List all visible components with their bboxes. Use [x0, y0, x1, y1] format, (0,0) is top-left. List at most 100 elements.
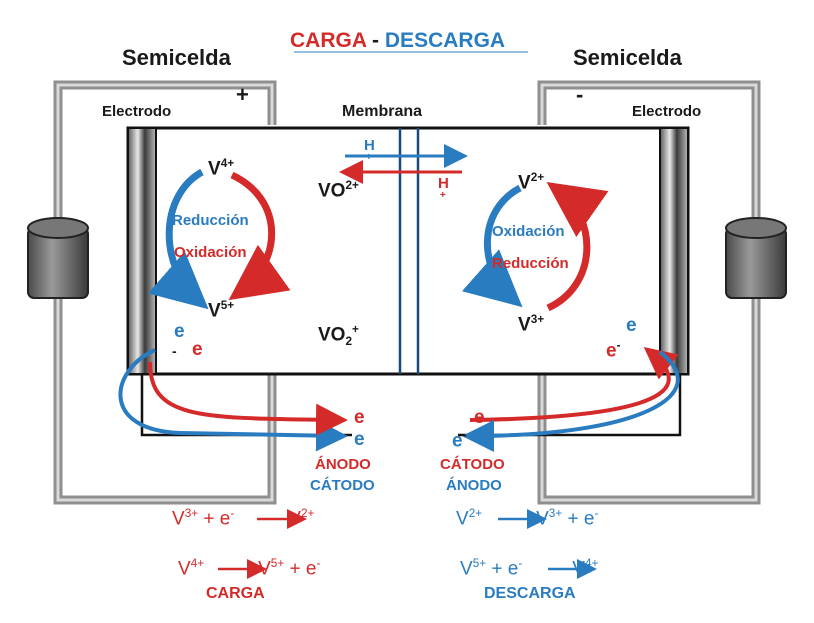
- equations-carga-label: CARGA: [206, 585, 265, 602]
- species-v5: V5+: [208, 299, 235, 322]
- vo2-sup: +: [352, 323, 359, 336]
- catodo-right: CÁTODO: [440, 456, 505, 473]
- right-electron-arrow-blue: [462, 350, 680, 452]
- battery-left: [27, 217, 89, 299]
- left-electron-minus: -: [172, 343, 177, 359]
- eq-l1-b: V: [288, 508, 301, 530]
- v5-base: V: [208, 300, 221, 322]
- electrode-left: [127, 127, 157, 375]
- eq-r1-b-sup: 3+: [548, 507, 563, 520]
- right-electron-arrow-red: [469, 346, 679, 422]
- right-cycle-arrow-red: [546, 181, 609, 312]
- ext-left-e-blue: e: [354, 429, 365, 450]
- electrode-right-label: Electrodo: [632, 103, 702, 120]
- v2-sup: 2+: [530, 171, 545, 184]
- v4-base: V: [208, 158, 221, 180]
- ext-right-e-blue-minus: -: [462, 429, 467, 442]
- equation-right-1: V2+V3+ + e-: [456, 507, 599, 530]
- title-separator: -: [366, 29, 385, 52]
- minus-sign: -: [576, 82, 584, 107]
- eq-l2-b: V: [258, 558, 271, 580]
- battery-right: [725, 217, 787, 299]
- left-oxidacion: Oxidación: [174, 244, 247, 261]
- eq-r2-b-sup: 4+: [584, 557, 599, 570]
- anodo-right: ÁNODO: [446, 477, 502, 494]
- eq-r2-b: V: [572, 558, 585, 580]
- proton-label-bottom: H+: [438, 175, 455, 201]
- plus-sign: +: [236, 82, 249, 107]
- right-electron-red-e: e: [606, 340, 617, 362]
- anodo-left: ÁNODO: [315, 456, 371, 473]
- v2-base: V: [518, 172, 531, 194]
- electrode-right: [659, 127, 689, 375]
- right-oxidacion: Oxidación: [492, 223, 565, 240]
- eq-l1-mid: + e: [198, 508, 231, 530]
- vo2plus-sup: 2+: [345, 179, 359, 192]
- eq-l2-a: V: [178, 558, 191, 580]
- eq-r2-mid-sup: -: [518, 557, 523, 570]
- v3-sup: 3+: [530, 313, 545, 326]
- ext-right-e-red: e: [474, 407, 485, 428]
- species-vo2: VO2+: [318, 324, 359, 348]
- species-v4: V4+: [208, 157, 235, 180]
- right-reduccion: Reducción: [492, 255, 569, 272]
- ext-right-e-blue: e-: [452, 429, 467, 452]
- ext-left-e-red: e: [354, 407, 365, 428]
- proton-bottom-h: H: [438, 175, 449, 192]
- eq-l2-tail: + e: [284, 558, 317, 580]
- proton-top-h: H: [364, 137, 375, 154]
- right-electron-blue: e: [626, 315, 637, 336]
- proton-top-plus: +: [365, 152, 372, 163]
- proton-label-top: H+: [364, 137, 381, 163]
- eq-r2-mid: + e: [486, 558, 519, 580]
- semicelda-right-label: Semicelda: [573, 45, 682, 70]
- vo2plus-base: VO: [318, 180, 346, 202]
- v5-sup: 5+: [220, 299, 235, 312]
- right-cycle-arrow-blue: [461, 184, 523, 308]
- left-reduccion: Reducción: [172, 212, 249, 229]
- species-v2: V2+: [518, 171, 545, 194]
- eq-r1-b: V: [536, 508, 549, 530]
- title: CARGA - DESCARGA: [290, 30, 505, 51]
- eq-r2-a-sup: 5+: [472, 557, 487, 570]
- left-electron-blue: e: [174, 321, 185, 342]
- membrane-label: Membrana: [342, 103, 423, 120]
- eq-l1-a-sup: 3+: [184, 507, 199, 520]
- eq-r1-a-sup: 2+: [468, 507, 483, 520]
- vo2-sub: 2: [345, 335, 352, 349]
- eq-l2-tail-sup: -: [316, 557, 321, 570]
- left-cycle-arrow-blue: [147, 168, 209, 310]
- eq-r1-tail-sup: -: [594, 507, 599, 520]
- ext-right-e-blue-e: e: [452, 430, 463, 452]
- vo2-base: VO: [318, 324, 346, 346]
- title-discharge: DESCARGA: [384, 29, 506, 52]
- right-electron-red: e-: [606, 340, 621, 362]
- left-electron-arrow-blue: [118, 348, 348, 452]
- eq-l1-mid-sup: -: [230, 507, 235, 520]
- left-electron-arrow-red: [148, 361, 348, 436]
- left-cycle-arrow-red: [228, 171, 291, 301]
- eq-l2-a-sup: 4+: [190, 557, 205, 570]
- eq-r1-a: V: [456, 508, 469, 530]
- eq-l1-a: V: [172, 508, 185, 530]
- eq-l1-b-sup: 2+: [300, 507, 315, 520]
- v3-base: V: [518, 314, 531, 336]
- eq-l2-b-sup: 5+: [270, 557, 285, 570]
- equation-left-1: V3+ + e-V2+: [172, 507, 315, 530]
- membrane: [398, 128, 420, 374]
- semicelda-left-label: Semicelda: [122, 45, 231, 70]
- species-v3: V3+: [518, 313, 545, 336]
- equations-descarga-label: DESCARGA: [484, 585, 576, 602]
- v4-sup: 4+: [220, 157, 235, 170]
- title-charge: CARGA: [290, 29, 367, 52]
- left-electron-red: e: [192, 339, 203, 360]
- equation-left-2: V4+V5+ + e-: [178, 557, 321, 580]
- eq-r1-tail: + e: [562, 508, 595, 530]
- equation-right-2: V5+ + e-V4+: [460, 557, 599, 580]
- species-vo2-plus: VO2+: [318, 179, 359, 202]
- proton-bottom-plus: +: [439, 190, 446, 201]
- catodo-left: CÁTODO: [310, 477, 375, 494]
- electrode-left-label: Electrodo: [102, 103, 172, 120]
